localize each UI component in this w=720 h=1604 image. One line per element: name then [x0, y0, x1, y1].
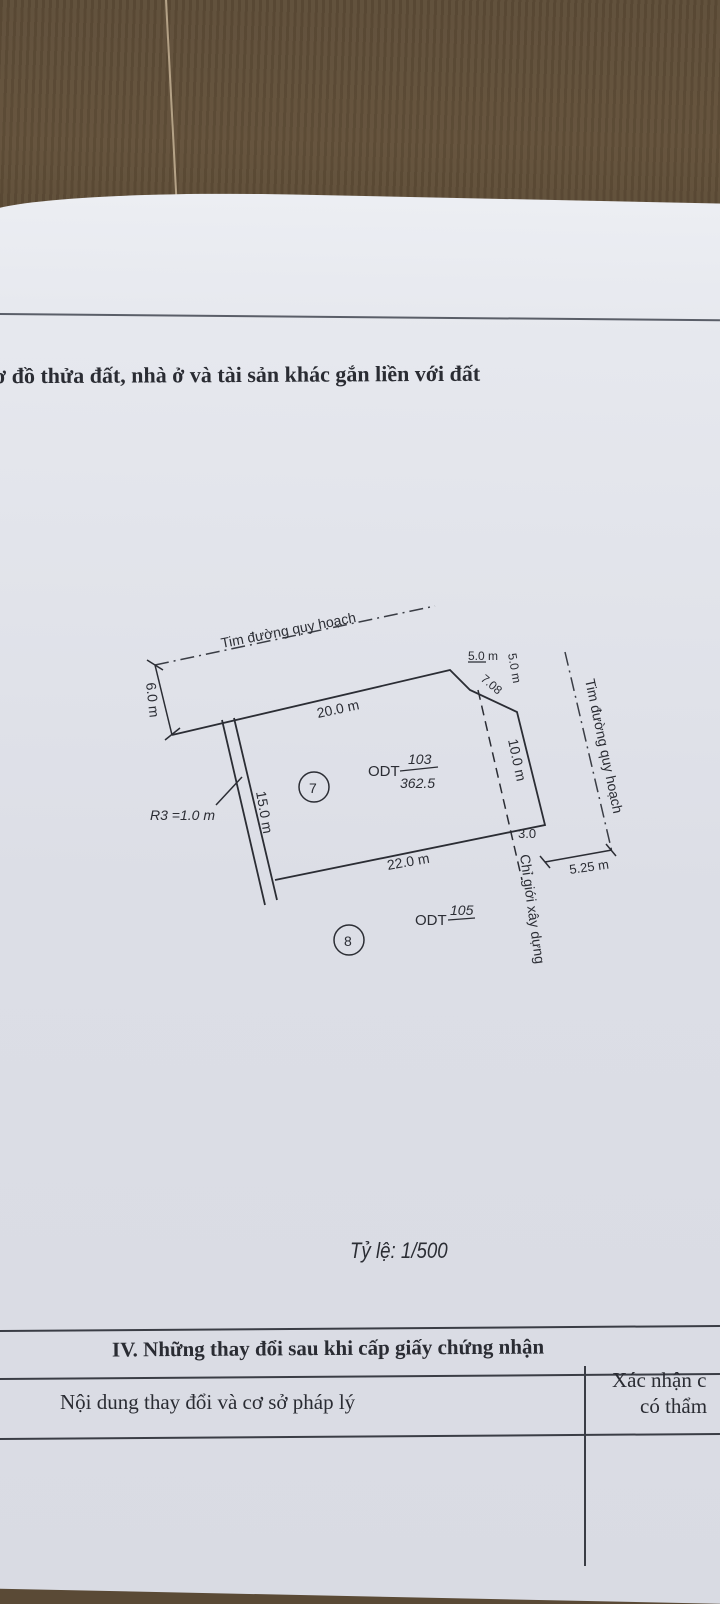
top-rule — [0, 313, 720, 322]
dim-chamfer-h: 5.0 m — [468, 649, 498, 663]
dim-setback-offset: 3.0 — [518, 826, 536, 841]
dim-bottom-edge: 22.0 m — [386, 850, 431, 873]
parcel-8-id: 105 — [450, 902, 474, 918]
parcel-8-label: 8 ODT 105 — [333, 902, 476, 956]
parcel-7-number: 7 — [309, 780, 317, 796]
dim-chamfer-v: 5.0 m — [505, 652, 524, 684]
parcel-7-outline — [171, 669, 547, 906]
section-title: ơ đồ thửa đất, nhà ở và tài sản khác gắn… — [0, 360, 481, 389]
corner-chamfer-dimensions: 5.0 m 5.0 m 7.08 — [468, 649, 524, 698]
parcel-8-land-type: ODT — [415, 912, 447, 929]
column-header-confirmation-line2: có thẩm — [640, 1394, 708, 1418]
column-header-confirmation-line1: Xác nhận c — [612, 1368, 707, 1392]
dim-right-edge: 10.0 m — [505, 737, 530, 782]
changes-table-body-border — [0, 1432, 720, 1440]
parcel-7-label: 7 ODT 103 362.5 — [298, 751, 439, 803]
parcel-7-area: 362.5 — [400, 775, 435, 791]
setback-label: Chỉ giới xây dựng — [517, 853, 548, 965]
document-page: ơ đồ thửa đất, nhà ở và tài sản khác gắn… — [0, 313, 720, 1566]
dim-chamfer-diag: 7.08 — [478, 672, 505, 698]
road-label-top: Tim đường quy hoạch — [220, 609, 358, 651]
road-label-right: Tim đường quy hoạch — [582, 677, 626, 814]
changes-table-top-border — [0, 1324, 720, 1332]
top-road-centerline: Tim đường quy hoạch — [154, 605, 436, 666]
right-road-centerline: Tim đường quy hoạch 5.25 m — [539, 651, 626, 877]
left-offset-dimension: 6.0 m — [143, 659, 181, 741]
parcel-8-number: 8 — [344, 933, 352, 949]
changes-table-column-divider — [584, 1366, 586, 1566]
dim-road-offset-left: 6.0 m — [143, 682, 163, 718]
parcel-7-land-type: ODT — [368, 763, 400, 780]
dim-left-edge: 15.0 m — [253, 790, 276, 835]
corner-radius-label: R3 =1.0 m — [150, 807, 215, 823]
parcel-diagram: Tim đường quy hoạch 6.0 m 20.0 m 15.0 m … — [143, 605, 626, 965]
scale-label: Tỷ lệ: 1/500 — [350, 1238, 448, 1263]
column-header-content: Nội dung thay đổi và cơ sở pháp lý — [60, 1390, 356, 1414]
parcel-7-id: 103 — [408, 751, 432, 767]
dim-road-offset-right: 5.25 m — [568, 857, 609, 877]
changes-section-title: IV. Những thay đổi sau khi cấp giấy chứn… — [111, 1334, 545, 1362]
